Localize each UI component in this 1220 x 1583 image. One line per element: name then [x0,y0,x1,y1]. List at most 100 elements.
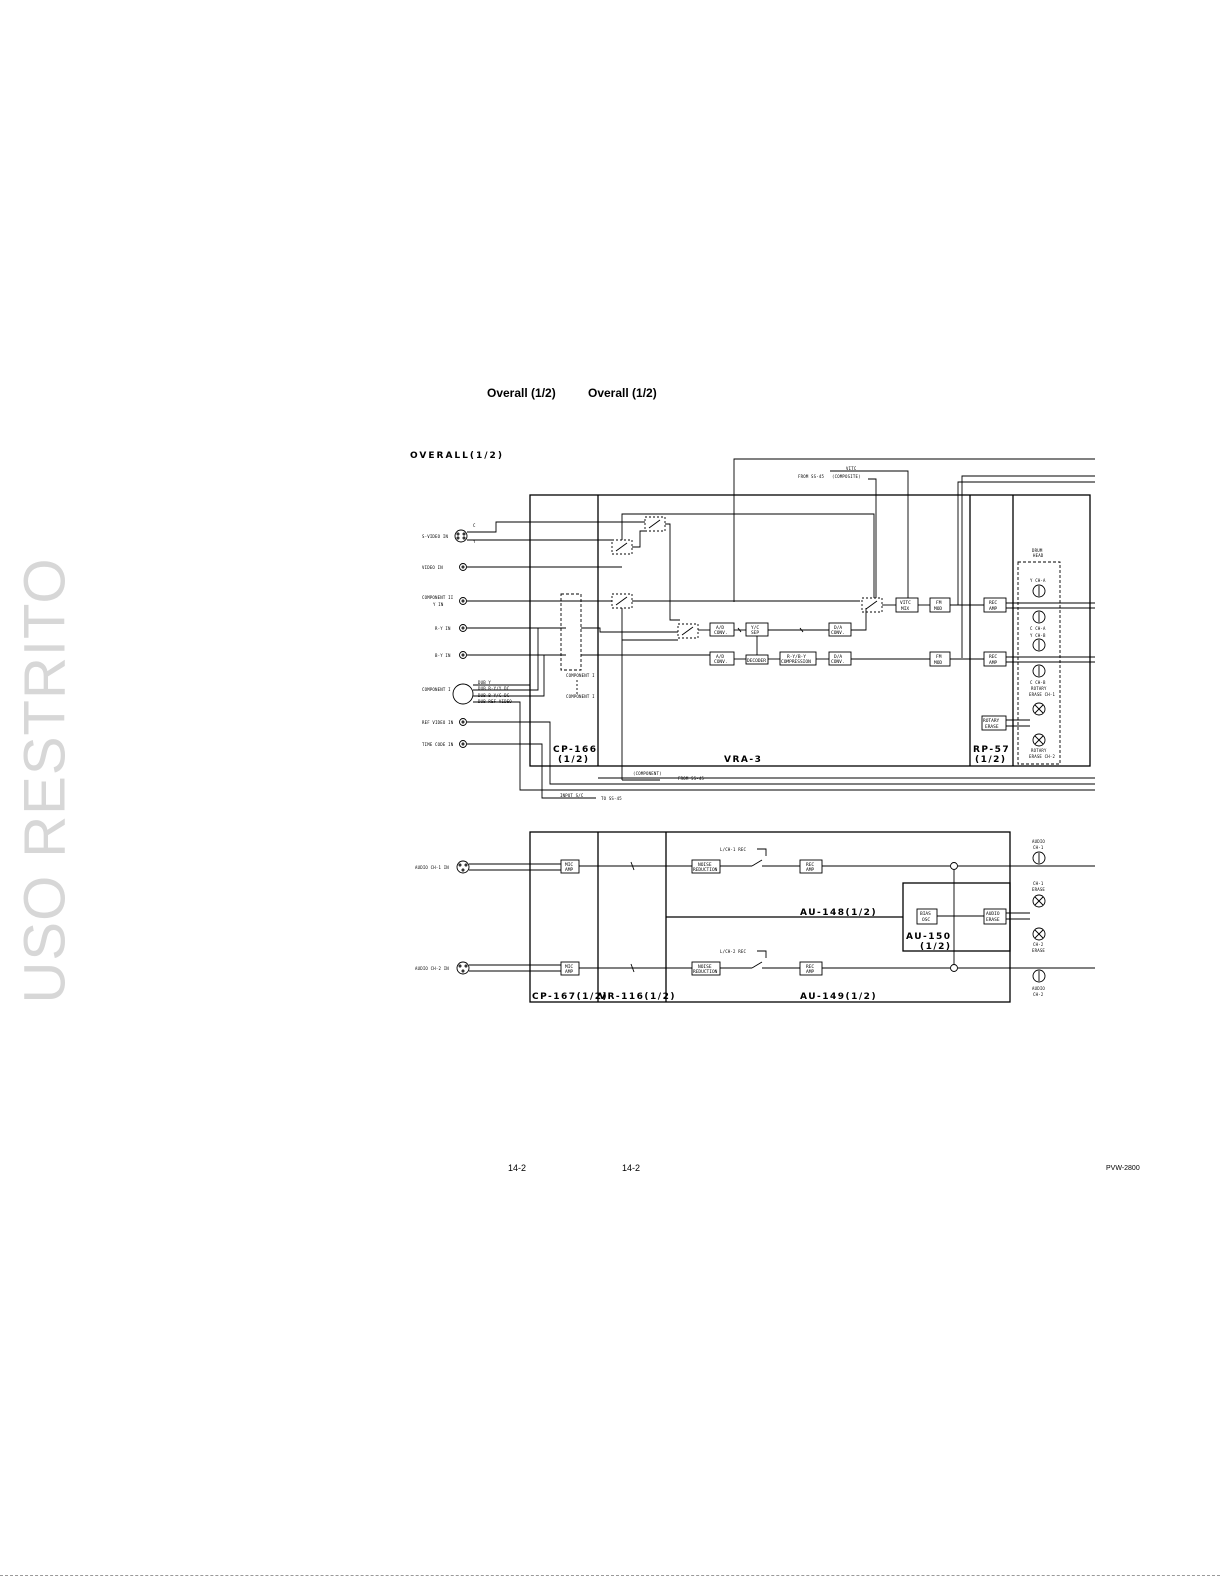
svg-text:AMP: AMP [565,867,573,873]
audio-ch1-connector [456,860,470,874]
sw-out-ry [581,627,678,633]
sw2-out [665,523,680,621]
svg-text:VITC: VITC [900,600,911,606]
head-erase-ch1 [1032,894,1046,908]
ach2-summer [950,964,958,972]
switch-5-blade [865,600,878,610]
head-cch-a [1032,610,1046,624]
block-compression: R-Y/B-Y COMPRESSION [779,651,817,666]
section-title-right: Overall (1/2) [588,386,657,400]
label-erase-2: CH-2 [1033,942,1044,947]
head-audio-ch1 [1032,851,1046,865]
label-audio-head-2b: CH-2 [1033,992,1044,997]
note-vitc: VITC [846,466,857,471]
label-video-in: VIDEO IN [422,565,443,570]
by-in-connector [459,651,467,659]
block-decoder: DECODER [745,654,769,665]
slash-1 [737,627,742,633]
audio-ch2-connector [456,961,470,975]
svg-text:R-Y/B-Y: R-Y/B-Y [787,654,806,660]
note-ch2-rec: L/CH-2 REC [720,949,746,954]
block-rotary-erase: ROTARY ERASE [981,715,1007,731]
svg-text:FM: FM [936,600,942,606]
board-au150-part: (1/2) [920,942,952,952]
slash-2 [799,627,804,633]
block-vitc-mix: VITC MIX [895,597,919,613]
svg-text:BIAS: BIAS [920,911,931,917]
svg-text:MIC: MIC [565,964,573,970]
svg-text:CONV.: CONV. [831,659,845,665]
ach1-rec-switch [751,859,763,867]
svg-text:CONV.: CONV. [831,630,845,636]
block-nr-2: NOISE REDUCTION [691,961,721,976]
note-composite: (COMPOSITE) [832,474,861,479]
board-au149: AU-149(1/2) [800,992,877,1002]
board-vr116: VR-116(1/2) [599,992,676,1002]
label-drum: DRUM [1032,548,1043,553]
head-cch-b [1032,664,1046,678]
svg-text:MIC: MIC [565,862,573,868]
block-da2: D/A CONV. [828,651,852,666]
label-audio-ch2: AUDIO CH-2 IN [415,966,449,971]
label-y-in: Y IN [433,602,444,607]
svg-text:MOD: MOD [934,606,942,612]
svg-text:DECODER: DECODER [747,658,766,664]
switch-5 [861,597,883,613]
page-bottom-rule [0,1575,1220,1577]
board-cp167: CP-167(1/2) [532,992,608,1002]
sw1-to-sw2 [632,530,645,548]
label-rot-erase-1b: ERASE CH-1 [1029,692,1055,697]
timecode-line [467,743,596,799]
svg-text:NOISE: NOISE [698,862,712,868]
label-svideo: S-VIDEO IN [422,534,448,539]
svg-text:NOISE: NOISE [698,964,712,970]
section-title-left: Overall (1/2) [487,386,556,400]
ach1-summer [950,862,958,870]
svg-text:FM: FM [936,654,942,660]
label-dub-y: DUB Y [478,680,491,685]
head-erase-ch2 [1032,927,1046,941]
svg-text:REC: REC [989,654,997,660]
switch-4-blade [681,626,694,636]
svg-text:A/D: A/D [716,625,724,631]
vitc-feed-line [830,470,909,598]
ach1-slash [630,861,635,871]
note-component-ry: COMPONENT I [566,673,595,678]
svg-text:REDUCTION: REDUCTION [693,969,718,975]
note-from-ss2: FROM SS-45 [678,776,704,781]
dub-ry-line [473,628,539,691]
label-audio-head-2: AUDIO [1032,986,1045,991]
ach2-slash [630,963,635,973]
page-number-right: 14-2 [622,1163,641,1173]
block-audio-rec-amp-1: REC AMP [799,859,823,874]
label-component-i: COMPONENT I [422,687,451,692]
note-component-by: COMPONENT I [566,694,595,699]
block-mic-amp-2: MIC AMP [560,961,580,976]
dub-ref-line [473,701,1095,791]
svg-text:AUDIO: AUDIO [986,911,1000,917]
ach2-rec-switch [751,961,763,969]
label-audio-head-1b: CH-1 [1033,845,1044,850]
svg-text:ERASE: ERASE [985,724,999,730]
block-yc-sep: Y/C SEP [745,622,769,637]
ref-video-connector [459,718,467,726]
svg-text:ERASE: ERASE [986,917,1000,923]
svg-text:SEP: SEP [751,630,759,636]
label-cch-b: C CH-B [1030,680,1046,685]
note-input-sc: INPUT S/C [560,793,584,798]
block-fm-mod-1: FM MOD [929,597,951,613]
board-rp57-part: (1/2) [975,755,1007,765]
component-switch-box [560,593,582,671]
head-ych-a [1032,584,1046,598]
label-cch-a: C CH-A [1030,626,1046,631]
note-from-ss: FROM SS-45 [798,474,824,479]
block-audio-rec-amp-2: REC AMP [799,961,823,976]
label-dub-ref: DUB REF VIDEO [478,699,512,704]
head-ych-b [1032,638,1046,652]
vra-upper-bus [621,513,875,598]
board-cp166-part: (1/2) [558,755,590,765]
label-audio-head-1: AUDIO [1032,839,1045,844]
ref-video-line [467,721,1095,785]
svg-text:ROTARY: ROTARY [983,718,1000,724]
board-cp166: CP-166 [553,745,598,755]
